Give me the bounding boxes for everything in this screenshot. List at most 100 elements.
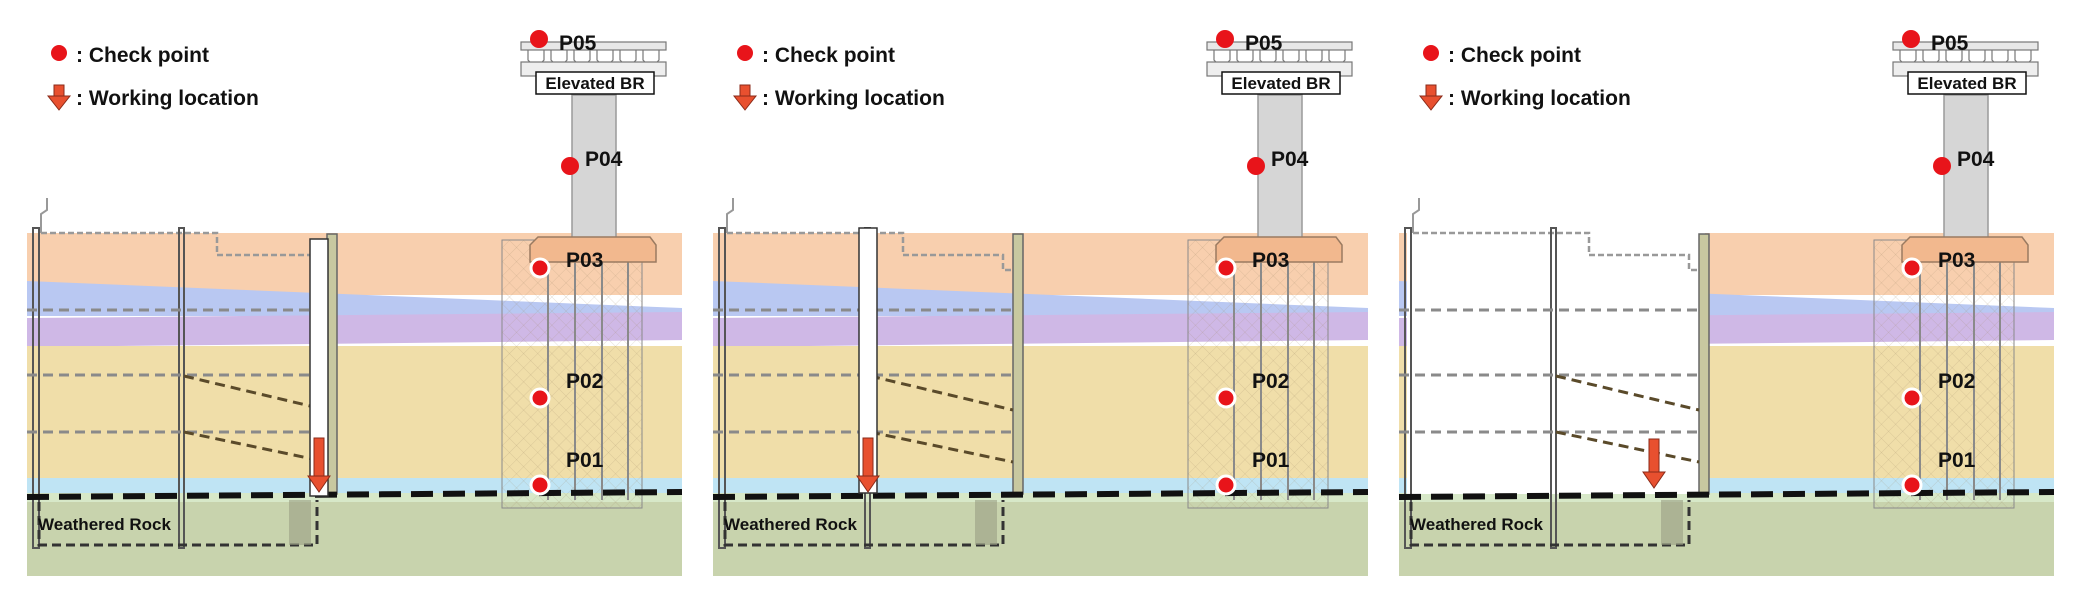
check-point-label-p05: P05 — [559, 32, 597, 55]
middle-wall — [178, 227, 185, 549]
anchor-2 — [869, 430, 1014, 464]
legend-arrow-shaft — [739, 84, 751, 98]
rock-layer-label: Weathered Rock — [38, 515, 171, 534]
check-point-p01 — [1215, 474, 1237, 496]
rock-boundary — [712, 489, 1369, 500]
bridge-label: Elevated BR — [1917, 74, 2016, 93]
arrow-head — [1642, 471, 1666, 489]
arrow-shaft — [1648, 438, 1660, 475]
transition-layer — [27, 493, 682, 503]
rock-boundary — [26, 489, 683, 500]
check-point-label-p01: P01 — [1252, 449, 1290, 472]
transition-layer — [713, 493, 1368, 503]
check-point-p04 — [1933, 157, 1951, 175]
original-ground-line — [1413, 231, 1699, 272]
check-point-label-p01: P01 — [1938, 449, 1976, 472]
boring-hole — [858, 227, 878, 494]
check-point-p04 — [1247, 157, 1265, 175]
arrow-shaft — [313, 437, 325, 479]
check-point-label-p02: P02 — [566, 370, 603, 393]
check-point-label-p04: P04 — [1271, 148, 1309, 171]
original-ground-line — [41, 231, 327, 272]
check-point-label-p05: P05 — [1931, 32, 1969, 55]
bridge-deck: Elevated BR — [520, 41, 667, 95]
working-location-arrow — [856, 437, 880, 493]
rock-layer — [1399, 502, 2054, 576]
anchor-1 — [183, 374, 328, 412]
anchor-2 — [1555, 430, 1700, 464]
left-wall — [1404, 227, 1412, 549]
check-point-p05 — [1216, 30, 1234, 48]
check-point-label-p01: P01 — [566, 449, 604, 472]
grout-column — [289, 500, 311, 545]
boring-hole — [309, 238, 329, 497]
pier-cap — [1215, 236, 1343, 263]
deck-slab — [1206, 41, 1353, 51]
grout-column — [1661, 500, 1683, 545]
check-point-label-p02: P02 — [1252, 370, 1289, 393]
rock-layer — [713, 502, 1368, 576]
check-point-label-p02: P02 — [1938, 370, 1975, 393]
bridge-label-box — [1221, 71, 1341, 95]
pier-foundation-crosshatch — [1874, 240, 2014, 508]
rock-layer-label: Weathered Rock — [724, 515, 857, 534]
working-location-arrow — [307, 437, 331, 493]
arrow-head — [856, 475, 880, 493]
bridge-label-box — [535, 71, 655, 95]
anchor-2 — [183, 430, 328, 464]
ground-surface-line — [726, 198, 734, 233]
check-point-label-p03: P03 — [566, 249, 603, 272]
excavation-base — [1409, 500, 1691, 547]
legend: : Check point : Working location — [1418, 44, 1631, 111]
left-wall — [718, 227, 726, 549]
legend-arrow-shaft — [53, 84, 65, 98]
legend-working-location-label: : Working location — [1448, 87, 1631, 110]
ground-surface-line — [40, 198, 48, 233]
check-point-p04 — [561, 157, 579, 175]
bridge-deck: Elevated BR — [1892, 41, 2039, 95]
rock-boundary — [1398, 489, 2055, 500]
legend-arrow-head — [46, 95, 72, 111]
pier-column — [571, 94, 617, 246]
check-point-p01 — [529, 474, 551, 496]
legend-check-point-icon — [737, 45, 753, 61]
bridge-label: Elevated BR — [1231, 74, 1330, 93]
excavation-base — [37, 500, 319, 547]
legend-arrow-shaft — [1425, 84, 1437, 98]
check-point-p05 — [530, 30, 548, 48]
bridge-label: Elevated BR — [545, 74, 644, 93]
check-point-p02 — [1901, 387, 1923, 409]
cutoff-wall — [1012, 233, 1024, 495]
legend-check-point-icon — [51, 45, 67, 61]
check-point-p01 — [1901, 474, 1923, 496]
cutoff-wall — [1698, 233, 1710, 495]
anchor-1 — [1555, 374, 1700, 412]
ground-surface-line — [1412, 198, 1420, 233]
legend-arrow-head — [1418, 95, 1444, 111]
pier-cap — [529, 236, 657, 263]
bridge-label-box — [1907, 71, 2027, 95]
check-point-p03 — [1215, 257, 1237, 279]
deck-slab — [1892, 41, 2039, 51]
legend-check-point-label: : Check point — [1448, 44, 1581, 67]
legend-check-point-label: : Check point — [76, 44, 209, 67]
check-point-p03 — [529, 257, 551, 279]
bridge-deck: Elevated BR — [1206, 41, 1353, 95]
check-point-p02 — [529, 387, 551, 409]
arrow-head — [307, 475, 331, 493]
check-point-label-p04: P04 — [1957, 148, 1995, 171]
arrow-shaft — [862, 437, 874, 479]
legend-arrow-head — [732, 95, 758, 111]
check-point-label-p03: P03 — [1938, 249, 1975, 272]
pier-cap — [1901, 236, 2029, 263]
check-point-p05 — [1902, 30, 1920, 48]
legend-check-point-icon — [1423, 45, 1439, 61]
check-point-p02 — [1215, 387, 1237, 409]
check-point-label-p04: P04 — [585, 148, 623, 171]
legend: : Check point: Working location — [46, 44, 259, 111]
deck-slab — [520, 41, 667, 51]
